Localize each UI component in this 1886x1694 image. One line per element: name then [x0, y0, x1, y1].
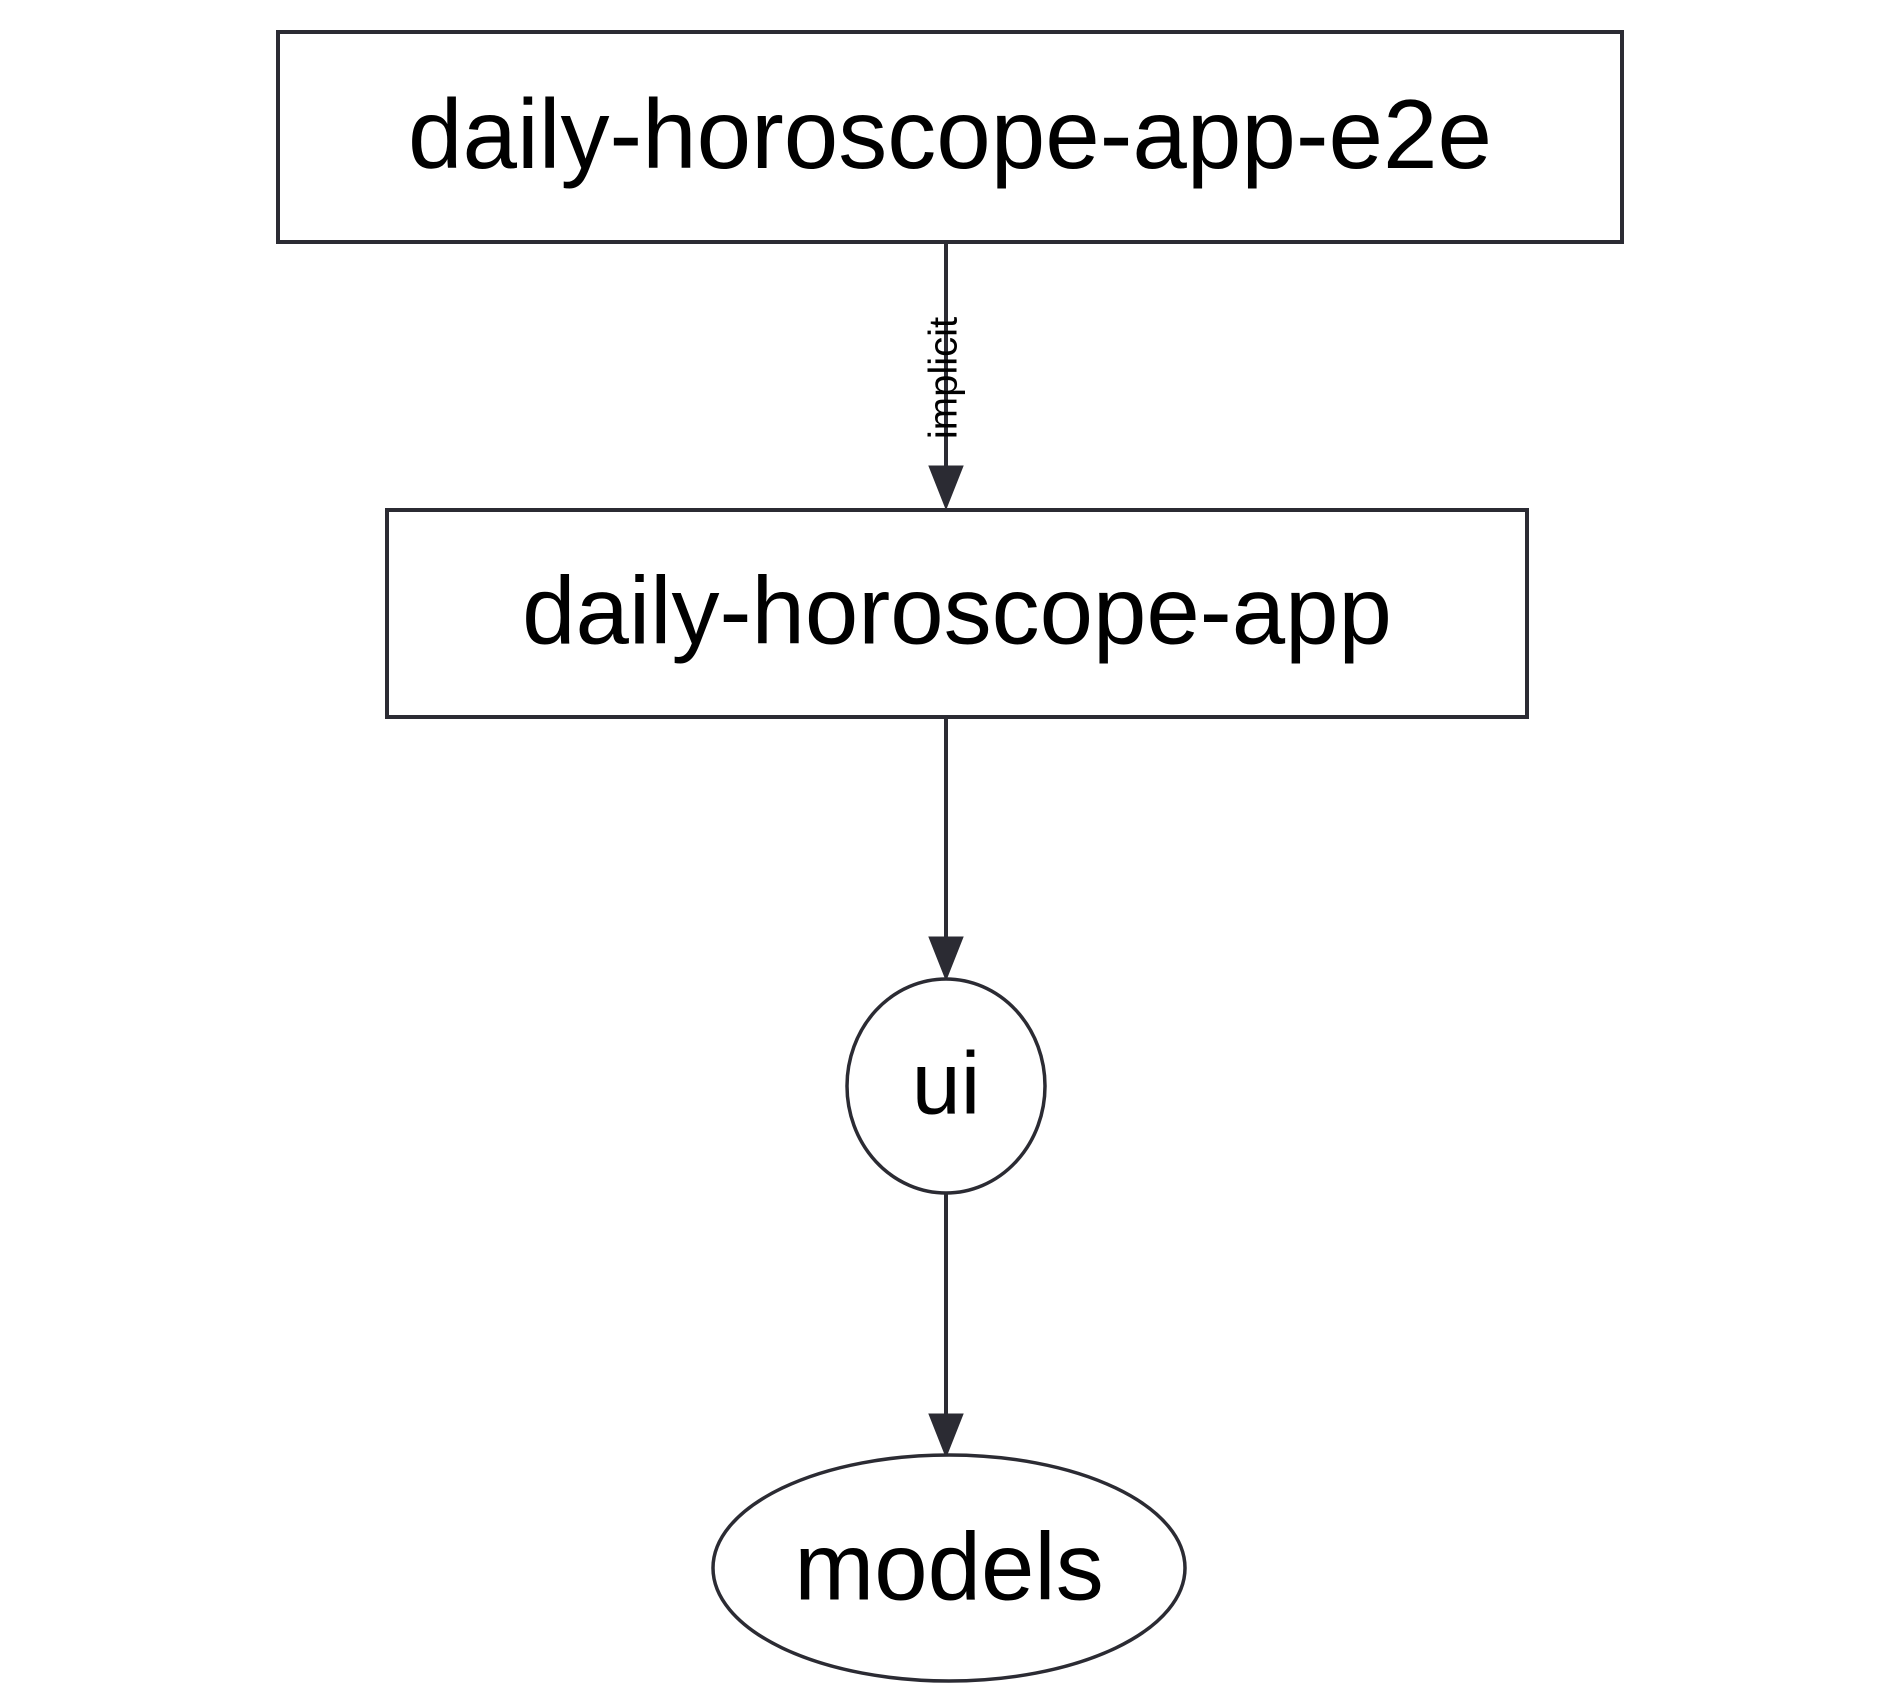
node-label-daily-horoscope-app: daily-horoscope-app [522, 557, 1392, 664]
node-daily-horoscope-app-e2e[interactable]: daily-horoscope-app-e2e [276, 30, 1624, 244]
node-ellipse-models[interactable] [711, 1453, 1187, 1683]
edge-label-implicit: implicit [922, 317, 966, 439]
node-label-daily-horoscope-app-e2e: daily-horoscope-app-e2e [408, 79, 1492, 189]
node-rect-app[interactable] [385, 508, 1529, 719]
edge-e2e-to-app[interactable]: implicit [922, 242, 966, 511]
node-ui[interactable]: ui [845, 977, 1047, 1195]
edge-ui-to-models[interactable] [928, 1193, 964, 1459]
edge-app-to-ui[interactable] [928, 717, 964, 982]
arrowhead-ui-to-models [928, 1413, 964, 1459]
node-rect-e2e[interactable] [276, 30, 1624, 244]
node-label-models: models [794, 1513, 1103, 1620]
node-models[interactable]: models [711, 1453, 1187, 1683]
node-label-ui: ui [912, 1033, 981, 1132]
arrowhead-app-to-ui [928, 936, 964, 982]
arrowhead-e2e-to-app [928, 465, 964, 511]
node-daily-horoscope-app[interactable]: daily-horoscope-app [385, 508, 1529, 719]
